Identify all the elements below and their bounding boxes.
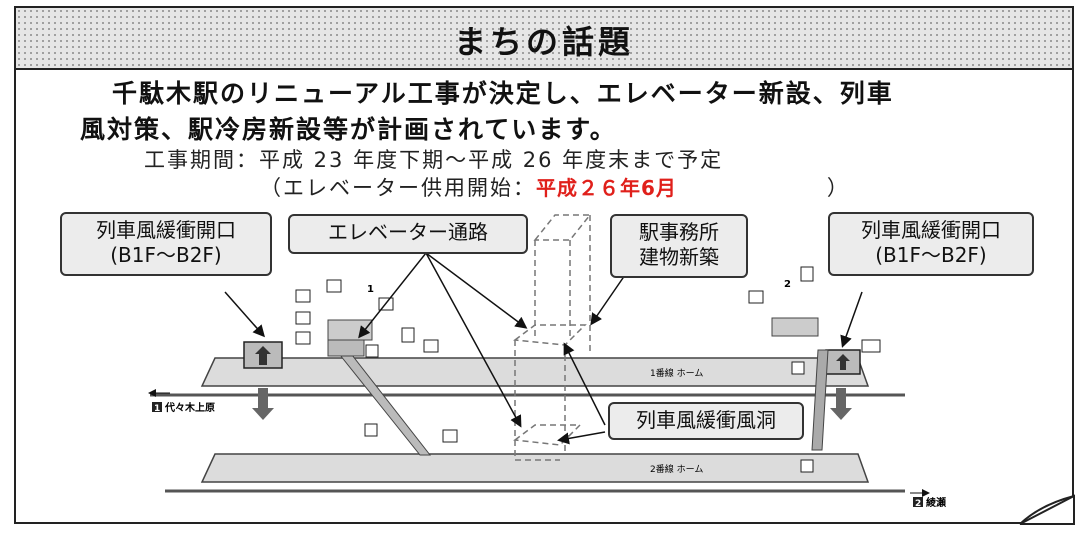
escalator-right — [811, 349, 829, 451]
dir-left-num: 1 — [154, 404, 160, 414]
callout-arrows — [224, 252, 863, 445]
callout-elevator-label: エレベーター通路 — [328, 220, 488, 244]
callout-office: 駅事務所 建物新築 — [610, 214, 748, 278]
platform-2-label: 2番線 ホーム — [650, 463, 703, 475]
callout-vent-left: 列車風緩衝開口 (B1F～B2F) — [60, 212, 272, 276]
platform-2 — [200, 453, 870, 483]
headline-line2: 風対策、駅冷房新設等が計画されています。 — [80, 115, 617, 144]
elevator-opening-suffix: ） — [826, 176, 850, 200]
exit-2-label: 2 — [784, 279, 791, 290]
vent-up-arrow-left — [255, 346, 271, 365]
banner: まちの話題 — [16, 8, 1072, 70]
callout-tunnel-label: 列車風緩衝風洞 — [636, 408, 776, 432]
platform-1-label: 1番線 ホーム — [650, 367, 703, 379]
down-arrow-left — [252, 388, 274, 420]
dir-right-label: 綾瀬 — [926, 496, 946, 509]
callout-vent-left-line1: 列車風緩衝開口 — [96, 218, 236, 242]
callout-office-line1: 駅事務所 — [639, 220, 719, 244]
facility-icons — [295, 266, 881, 473]
concourse-right — [771, 317, 819, 337]
elevator-opening-date: 平成２６年6月 — [536, 176, 677, 200]
vent-up-arrow-right — [836, 354, 850, 370]
dir-right-num: 2 — [915, 499, 921, 509]
callout-elevator: エレベーター通路 — [288, 214, 528, 254]
elevator-opening-prefix: （エレベーター供用開始： — [260, 176, 536, 200]
dir-left-label: 代々木上原 — [164, 401, 215, 414]
callout-vent-right-line2: (B1F～B2F) — [875, 243, 987, 267]
callout-office-line2: 建物新築 — [639, 245, 719, 269]
exit-1-label: 1 — [367, 284, 374, 295]
page-curl-edge — [1019, 495, 1075, 525]
down-arrow-right — [830, 388, 852, 420]
callout-vent-right: 列車風緩衝開口 (B1F～B2F) — [828, 212, 1034, 276]
headline-line1: 千駄木駅のリニューアル工事が決定し、エレベーター新設、列車 — [112, 79, 894, 108]
callout-vent-left-line2: (B1F～B2F) — [110, 243, 222, 267]
construction-period: 工事期間：平成 23 年度下期～平成 26 年度末まで予定 — [144, 148, 724, 172]
page-curl — [1019, 494, 1075, 525]
platform-1 — [200, 357, 870, 387]
stair-left — [327, 339, 365, 357]
callout-vent-right-line1: 列車風緩衝開口 — [861, 218, 1001, 242]
dir-right-num-box — [913, 497, 923, 507]
banner-title: まちの話題 — [453, 23, 634, 61]
elevator-opening: （エレベーター供用開始：平成２６年6月 ） — [260, 172, 850, 202]
callout-tunnel: 列車風緩衝風洞 — [608, 402, 804, 440]
dir-left-num-box — [152, 402, 162, 412]
